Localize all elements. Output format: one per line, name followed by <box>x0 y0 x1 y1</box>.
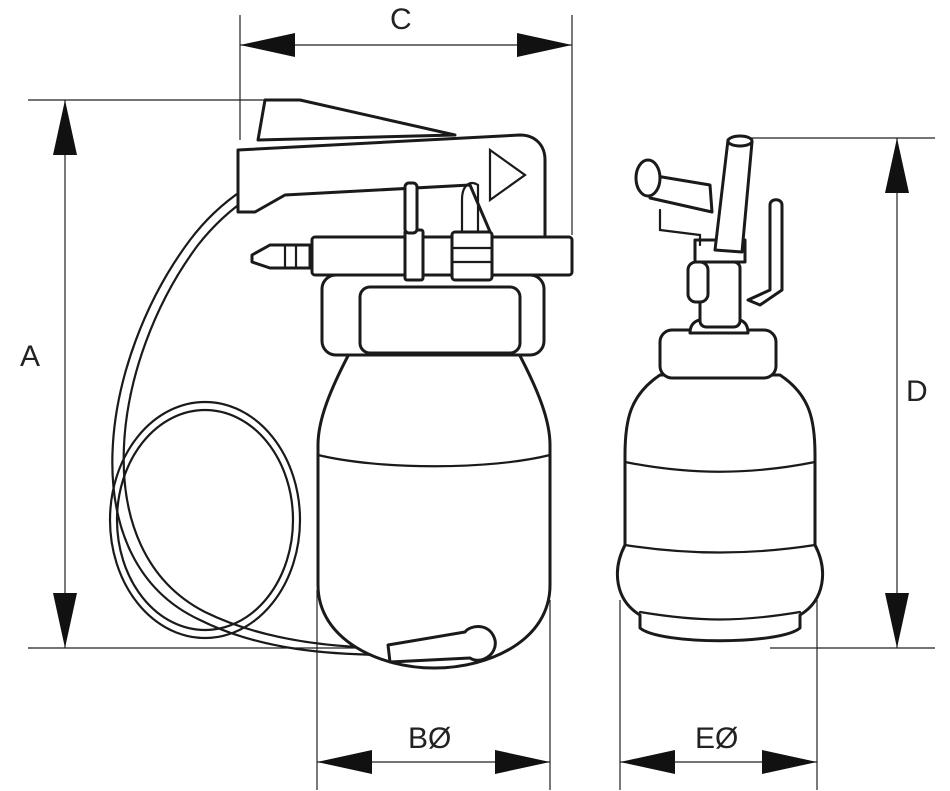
dimension-label-d: D <box>906 375 928 408</box>
dimension-e <box>619 600 818 790</box>
dimension-d <box>745 137 935 649</box>
dimension-c <box>239 15 573 235</box>
dimension-label-e: EØ <box>695 722 739 755</box>
dimension-label-c: C <box>390 3 412 36</box>
dimension-label-a: A <box>20 340 41 373</box>
dimension-label-b: BØ <box>408 722 452 755</box>
pump-sprayer <box>108 98 574 670</box>
dimension-a <box>28 99 400 649</box>
dimension-b <box>316 590 551 790</box>
bottle-side-view <box>615 134 825 643</box>
